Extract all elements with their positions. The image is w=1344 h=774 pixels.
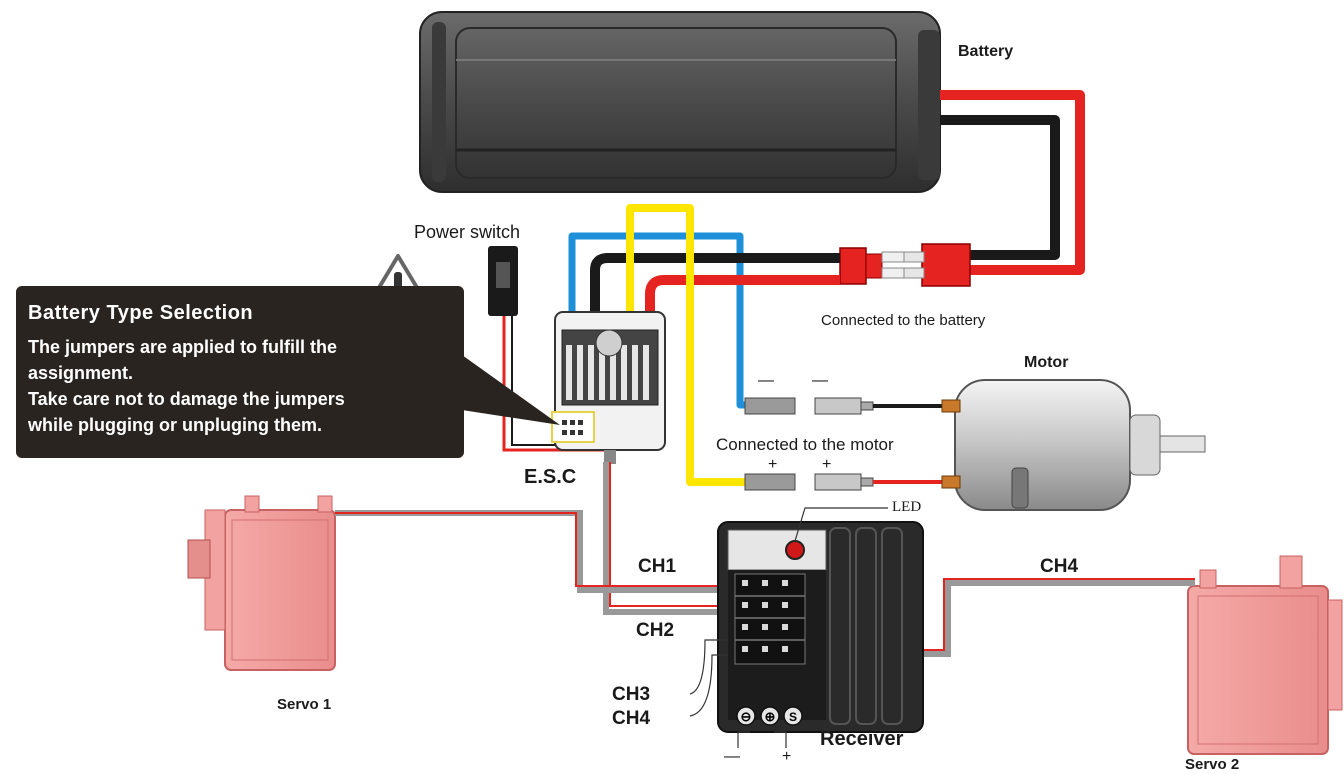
esc-signal-lead [603,462,735,615]
battery [419,11,941,193]
receiver: ⊖ ⊕ S [717,521,924,733]
servo-1-lead [335,510,735,593]
led-label: LED [892,499,922,515]
callout-body: The jumpers are applied to fulfill the a… [28,334,458,438]
leader-lines [689,507,888,748]
motor-label: Motor [1024,354,1069,371]
battery-label: Battery [958,43,1014,60]
esc-body [551,311,666,464]
rx-button-plus: ⊕ [765,709,776,724]
plus-label-2: + [822,456,832,473]
servo-1-label: Servo 1 [277,696,332,713]
esc-wires [568,204,840,486]
battery-type-callout: Battery Type Selection The jumpers are a… [16,286,464,458]
motor [941,379,1206,511]
connected-battery-label: Connected to the battery [821,312,986,329]
receiver-minus-label: — [724,748,740,765]
receiver-buttons: ⊖ ⊕ S [736,706,803,726]
ch1-label: CH1 [638,556,677,577]
ch4-right-label: CH4 [1040,556,1079,577]
callout-pointer [462,355,560,425]
callout-title: Battery Type Selection [28,302,254,324]
callout-line-1: The jumpers are applied to fulfill the [28,337,338,357]
esc-battery-connector [839,247,905,285]
power-switch-label: Power switch [414,222,521,242]
minus-label-2: — [812,372,828,389]
esc-label: E.S.C [524,466,577,488]
minus-label-1: — [758,372,774,389]
servo-1 [187,495,336,671]
callout-line-3: Take care not to damage the jumpers [28,389,345,409]
receiver-plus-label: + [782,748,792,765]
connected-motor-label: Connected to the motor [716,435,894,454]
battery-wires [940,90,1085,275]
motor-connectors [744,397,950,491]
battery-connector [899,243,971,287]
plus-label-1: + [768,456,778,473]
servo-2-label: Servo 2 [1185,756,1240,773]
ch3-label: CH3 [612,684,651,705]
callout-line-4: while plugging or unpluging them. [28,415,322,435]
ch2-label: CH2 [636,620,675,641]
rx-button-minus: ⊖ [741,709,752,724]
servo-2 [1187,555,1343,755]
receiver-label: Receiver [820,728,904,750]
callout-line-2: assignment. [28,363,134,383]
rx-button-s: S [789,710,797,724]
ch4-left-label: CH4 [612,708,651,729]
